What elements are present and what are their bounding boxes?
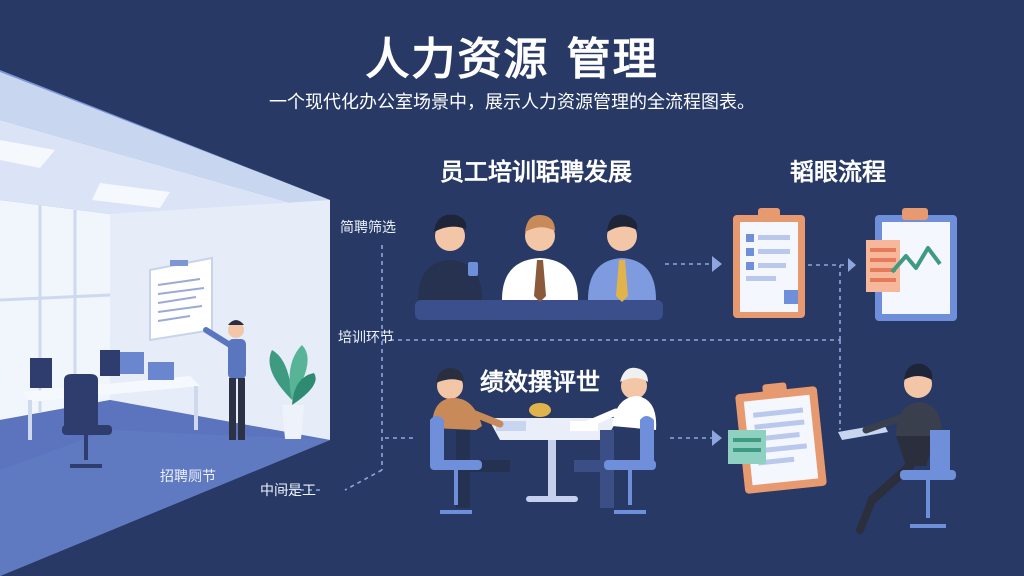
training-team-illustration <box>415 214 663 320</box>
label-middle: 中间是工 <box>260 483 316 499</box>
section-training-title: 员工培训聒聘发展 <box>440 158 632 186</box>
label-screening: 简聘筛选 <box>340 220 396 236</box>
report-clipboard-icon <box>728 382 827 494</box>
clipboard-icon <box>733 208 805 318</box>
flow-connectors <box>280 245 848 491</box>
arrow-right-icon <box>848 258 856 272</box>
arrow-right-icon <box>712 430 722 446</box>
office-room <box>0 70 330 576</box>
employee-person <box>588 214 656 302</box>
presenter-person <box>203 320 246 440</box>
section-process-title: 韬眼流程 <box>790 158 886 186</box>
ceiling-light <box>92 183 170 208</box>
office-window-wall <box>0 200 110 420</box>
employee-person <box>418 214 482 300</box>
page-title: 人力资源 管理 <box>365 34 659 85</box>
arrow-right-icon <box>712 256 722 272</box>
interviewer-person <box>430 367 510 514</box>
performance-meeting-illustration <box>430 367 657 514</box>
ceiling-light <box>0 140 55 168</box>
office-desks <box>22 350 200 468</box>
label-training-step: 培训环节 <box>338 330 394 346</box>
section-performance-title: 绩效撰评世 <box>480 368 600 396</box>
worker-at-desk <box>838 363 956 534</box>
candidate-person <box>574 367 657 514</box>
chart-clipboard-icon <box>866 208 957 321</box>
label-recruit-step: 招聘厕节 <box>160 469 216 485</box>
flow-arrows <box>712 256 856 446</box>
office-ceiling <box>0 72 330 214</box>
whiteboard <box>149 256 213 342</box>
plant-icon <box>269 345 316 439</box>
employee-person <box>502 214 578 302</box>
office-back-wall <box>110 200 330 440</box>
page-subtitle: 一个现代化办公室场景中，展示人力资源管理的全流程图表。 <box>269 92 755 113</box>
